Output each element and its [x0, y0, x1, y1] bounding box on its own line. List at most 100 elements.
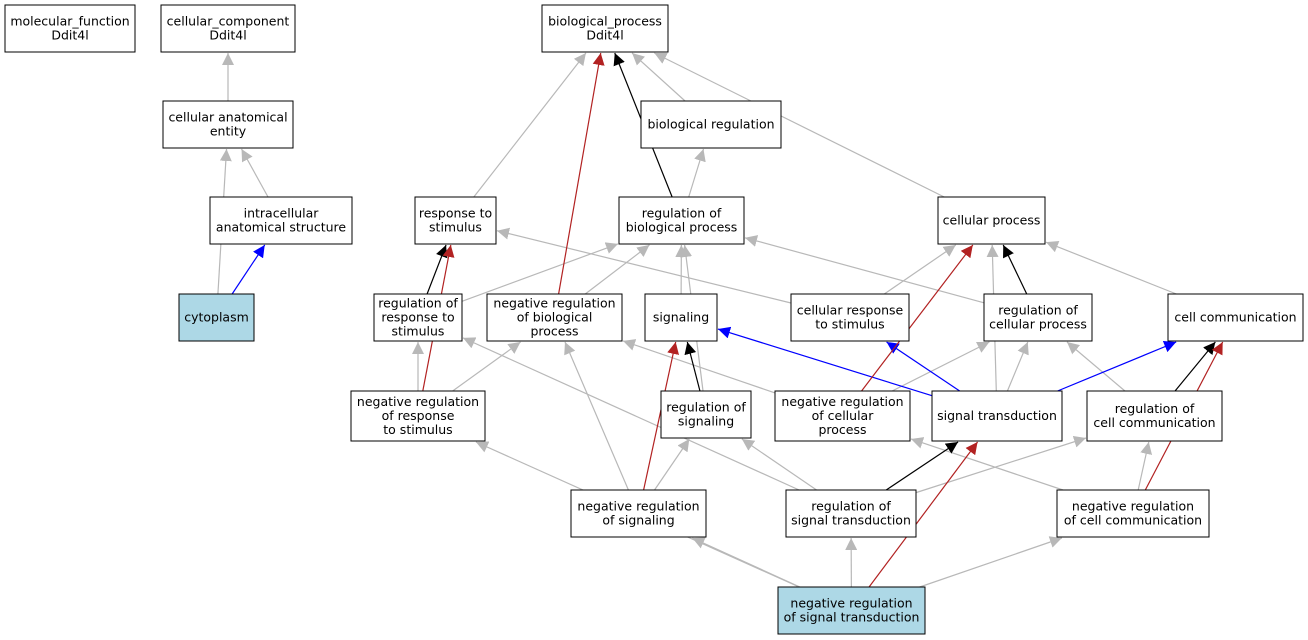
- node-label-line: cellular anatomical: [168, 110, 287, 125]
- node-box: [777, 586, 926, 635]
- node-label-line: regulation of: [642, 206, 722, 221]
- edge-biological-regulation-to-biological-process: [631, 52, 686, 102]
- node-label-line: anatomical structure: [216, 220, 346, 235]
- edge-signal-transduction-to-cell-communication: [1057, 341, 1177, 392]
- edge-signal-transduction-to-regulation-of-cellular-process: [1006, 341, 1029, 392]
- node-label-line: biological regulation: [647, 117, 774, 132]
- node-label-line: response to: [381, 310, 454, 325]
- node-box: [1086, 390, 1223, 442]
- node-biological-regulation[interactable]: biological regulation: [640, 100, 782, 149]
- edge-negative-regulation-of-biological-process-to-regulation-of-biological-process: [584, 244, 650, 295]
- node-label-line: negative regulation: [790, 596, 912, 611]
- node-label-line: intracellular: [244, 206, 320, 221]
- node-label-line: cell communication: [1093, 415, 1215, 430]
- node-label-line: of cell communication: [1064, 513, 1202, 528]
- node-box: [644, 293, 718, 342]
- node-label-line: regulation of: [666, 400, 746, 415]
- node-box: [350, 390, 486, 442]
- edge-negative-regulation-of-response-to-stimulus-to-negative-regulation-of-biological-process: [452, 341, 521, 392]
- edge-regulation-of-signal-transduction-to-signal-transduction: [885, 441, 959, 491]
- node-box: [209, 196, 353, 245]
- node-label-line: process: [530, 324, 578, 339]
- node-label-line: signaling: [678, 414, 734, 429]
- edge-negative-regulation-of-biological-process-to-biological-process: [558, 52, 605, 295]
- node-label-line: negative regulation: [493, 296, 615, 311]
- node-label-line: response to: [419, 206, 492, 221]
- edge-negative-regulation-of-cellular-process-to-negative-regulation-of-biological-process: [622, 339, 776, 394]
- edge-regulation-of-signaling-to-signaling: [684, 341, 701, 392]
- node-label-line: of signal transduction: [784, 610, 920, 625]
- edge-regulation-of-signal-transduction-to-regulation-of-cell-communication: [915, 435, 1087, 494]
- node-label-line: to stimulus: [383, 422, 452, 437]
- node-signal-transduction[interactable]: signal transduction: [931, 390, 1063, 442]
- node-label-line: biological process: [626, 220, 738, 235]
- node-label-line: Ddit4l: [51, 28, 88, 43]
- node-label-line: cytoplasm: [184, 310, 249, 325]
- node-label-line: regulation of: [998, 303, 1078, 318]
- edge-regulation-of-biological-process-to-biological-regulation: [688, 148, 706, 198]
- node-label-line: regulation of: [811, 499, 891, 514]
- node-label-line: regulation of: [378, 296, 458, 311]
- edge-negative-regulation-of-signaling-to-negative-regulation-of-biological-process: [564, 341, 629, 491]
- edge-intracellular-anatomical-structure-to-cellular-anatomical-entity: [241, 148, 269, 198]
- node-label-line: regulation of: [1115, 401, 1195, 416]
- node-label-line: of biological: [517, 310, 593, 325]
- edge-regulation-of-response-to-stimulus-to-regulation-of-biological-process: [461, 242, 619, 302]
- node-label-line: of response: [382, 408, 455, 423]
- node-box: [4, 4, 136, 53]
- node-cellular-process[interactable]: cellular process: [937, 196, 1046, 245]
- edge-negative-regulation-of-signaling-to-signaling: [643, 341, 680, 491]
- node-label-line: negative regulation: [781, 394, 903, 409]
- node-label-line: cellular process: [943, 213, 1041, 228]
- edge-cellular-response-to-stimulus-to-response-to-stimulus: [496, 227, 792, 304]
- edge-signal-transduction-to-signaling: [717, 326, 933, 397]
- node-box: [618, 196, 745, 245]
- edge-cytoplasm-to-intracellular-anatomical-structure: [231, 244, 266, 295]
- node-box: [1056, 489, 1210, 538]
- edge-regulation-of-cellular-process-to-regulation-of-biological-process: [744, 235, 985, 304]
- node-label-line: signaling: [653, 310, 709, 325]
- edge-response-to-stimulus-to-biological-process: [473, 52, 587, 198]
- edge-regulation-of-cell-communication-to-cell-communication: [1174, 341, 1216, 392]
- node-label-line: signal transduction: [937, 408, 1057, 423]
- edge-negative-regulation-of-cell-communication-to-negative-regulation-of-cellular-process: [910, 437, 1064, 491]
- node-cell-communication[interactable]: cell communication: [1167, 293, 1304, 342]
- edge-negative-regulation-of-signaling-to-regulation-of-signaling: [654, 438, 690, 491]
- node-label-line: biological_process: [548, 14, 662, 29]
- node-label-line: Ddit4l: [209, 28, 246, 43]
- node-label-line: negative regulation: [577, 499, 699, 514]
- node-box: [785, 489, 917, 538]
- node-cytoplasm[interactable]: cytoplasm: [178, 293, 255, 342]
- node-label-line: cellular_component: [167, 14, 290, 29]
- node-box: [931, 390, 1063, 442]
- edge-negative-regulation-of-signal-transduction-to-negative-regulation-of-signaling: [692, 537, 801, 588]
- node-box: [660, 390, 752, 439]
- node-box: [160, 4, 296, 53]
- edge-negative-regulation-of-cellular-process-to-regulation-of-cellular-process: [891, 341, 990, 392]
- node-box: [790, 293, 910, 342]
- node-box: [541, 4, 669, 53]
- node-box: [640, 100, 782, 149]
- node-signaling[interactable]: signaling: [644, 293, 718, 342]
- node-label-line: Ddit4l: [586, 28, 623, 43]
